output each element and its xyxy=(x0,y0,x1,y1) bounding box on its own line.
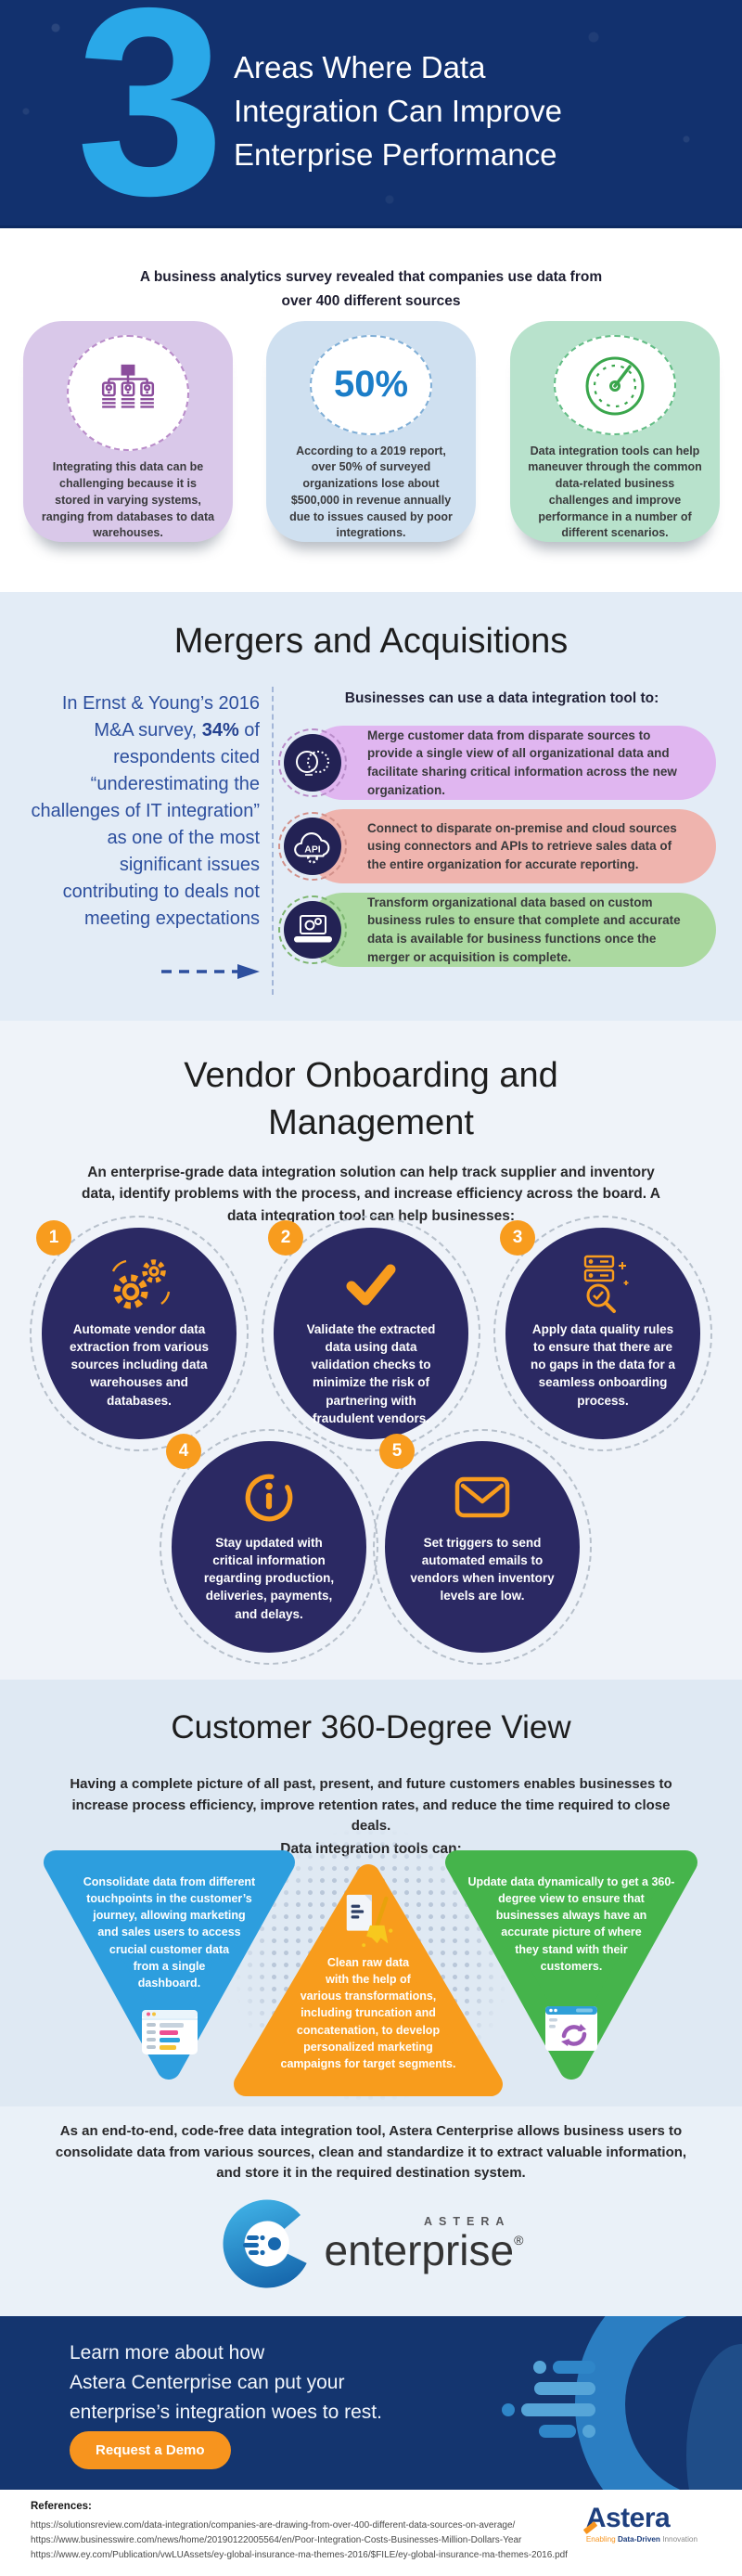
step-number-badge: 4 xyxy=(166,1434,201,1469)
triangle-clean: Clean raw data with the help of various … xyxy=(232,1861,505,2098)
mergers-item-text: Transform organizational data based on c… xyxy=(367,895,681,964)
info-icon xyxy=(245,1474,293,1522)
hierarchy-icon xyxy=(101,364,155,408)
survey-section: A business analytics survey revealed tha… xyxy=(0,228,742,592)
stat-card-revenue: 50% According to a 2019 report, over 50%… xyxy=(266,321,476,542)
stat-card-text: Integrating this data can be challenging… xyxy=(41,460,215,540)
email-icon xyxy=(454,1476,510,1518)
step-number-badge: 1 xyxy=(36,1220,71,1256)
step-number-badge: 2 xyxy=(268,1220,303,1256)
clean-data-icon xyxy=(339,1891,397,1955)
astera-tagline: Enabling Data-Driven Innovation xyxy=(585,2535,697,2544)
mergers-item-text: Merge customer data from disparate sourc… xyxy=(367,728,677,797)
vendor-step-4: 4 Stay updated with critical information… xyxy=(160,1429,378,1665)
centerprise-brand-top: ASTERA xyxy=(424,2214,511,2228)
footer-message: Learn more about how Astera Centerprise … xyxy=(70,2342,382,2423)
vendor-step-5: 5 Set triggers to send automated emails … xyxy=(373,1429,592,1665)
mergers-title: Mergers and Acquisitions xyxy=(173,622,569,661)
footer-dots-decoration xyxy=(502,2361,595,2438)
references-list: https://solutionsreview.com/data-integra… xyxy=(31,2518,568,2564)
astera-logo: Astera Enabling Data-Driven Innovation xyxy=(586,2503,697,2544)
data-quality-icon xyxy=(583,1255,629,1313)
references-heading: References: xyxy=(31,2501,92,2512)
customer360-title: Customer 360-Degree View xyxy=(171,1709,571,1745)
vendor-section: Vendor Onboarding and Management An ente… xyxy=(0,1021,742,1680)
laptop-gears-icon xyxy=(294,915,332,943)
big-number-3: 3 xyxy=(76,0,225,251)
survey-intro: A business analytics survey revealed tha… xyxy=(139,269,603,309)
reference-link[interactable]: https://www.ey.com/Publication/vwLUAsset… xyxy=(31,2550,568,2561)
centerprise-outro: As an end-to-end, code-free data integra… xyxy=(55,2123,687,2181)
centerprise-brand-main: enterprise® xyxy=(324,2225,524,2274)
vendor-step-1: 1 Automate vendor data extrac xyxy=(30,1216,249,1451)
triangle-update: Update data dynamically to get a 360-deg… xyxy=(442,1849,700,2081)
centerprise-c-mark-icon xyxy=(223,2199,312,2288)
stat-card-text: According to a 2019 report, over 50% of … xyxy=(289,444,453,540)
customer360-section: Customer 360-Degree View Having a comple… xyxy=(0,1680,742,2106)
page-title-line2: Integration Can Improve xyxy=(234,93,563,128)
mergers-list-heading: Businesses can use a data integration to… xyxy=(344,690,659,706)
dynamic-update-icon xyxy=(544,2005,598,2056)
astera-wordmark: Astera xyxy=(586,2503,697,2534)
gauge-icon xyxy=(585,356,645,416)
page-title: Areas Where Data Integration Can Improve… xyxy=(234,46,562,177)
references-section: References: https://solutionsreview.com/… xyxy=(0,2490,742,2576)
gears-icon xyxy=(111,1259,171,1309)
orange-triangle-shape xyxy=(234,1864,503,2096)
stat-card-text: Data integration tools can help maneuver… xyxy=(528,444,702,540)
svg-text:API: API xyxy=(304,844,320,855)
triangle-text: Update data dynamically to get a 360-deg… xyxy=(467,1875,675,1973)
mergers-item-transform: Transform organizational data based on c… xyxy=(278,893,716,967)
triangle-consolidate: Consolidate data from different touchpoi… xyxy=(42,1849,297,2081)
mergers-item-merge: Merge customer data from disparate sourc… xyxy=(278,726,716,800)
page-title-line1: Areas Where Data xyxy=(234,50,486,84)
centerprise-section: As an end-to-end, code-free data integra… xyxy=(0,2106,742,2316)
blue-triangle-shape xyxy=(44,1850,295,2080)
centerprise-logo: ASTERA enterprise® xyxy=(0,2196,742,2292)
request-demo-button[interactable]: Request a Demo xyxy=(70,2431,231,2469)
dashboard-icon xyxy=(141,2009,198,2060)
merge-circles-icon xyxy=(296,751,329,776)
page-title-line3: Enterprise Performance xyxy=(234,136,557,172)
vendor-title: Vendor Onboarding and Management xyxy=(184,1056,558,1143)
sources-count: 400 xyxy=(315,292,340,309)
footer-cta-section: Learn more about how Astera Centerprise … xyxy=(0,2316,742,2490)
dashed-arrow-icon xyxy=(160,963,262,985)
step-number-badge: 5 xyxy=(379,1434,415,1469)
mergers-item-text: Connect to disparate on-premise and clou… xyxy=(367,820,677,871)
green-triangle-shape xyxy=(445,1850,697,2080)
header-section: 3 Areas Where Data Integration Can Impro… xyxy=(0,0,742,236)
reference-link[interactable]: https://solutionsreview.com/data-integra… xyxy=(31,2520,516,2531)
registered-mark: ® xyxy=(514,2232,524,2248)
stat-50-percent: 50% xyxy=(333,364,409,406)
vendor-step-3: 3 xyxy=(493,1216,712,1451)
mergers-section: Mergers and Acquisitions In Ernst & Youn… xyxy=(0,592,742,1021)
reference-link[interactable]: https://www.businesswire.com/news/home/2… xyxy=(31,2535,522,2546)
stat-card-systems: Integrating this data can be challenging… xyxy=(23,321,233,542)
api-cloud-icon: API xyxy=(294,832,330,864)
stat-card-tools: Data integration tools can help maneuver… xyxy=(510,321,720,542)
stat-34-percent: 34% xyxy=(201,720,239,741)
step-number-badge: 3 xyxy=(500,1220,535,1256)
mergers-survey-quote: In Ernst & Young’s 2016 M&A survey, 34% … xyxy=(31,693,260,929)
triangle-text: Clean raw data with the help of various … xyxy=(280,1956,456,2070)
mergers-item-connect: Connect to disparate on-premise and clou… xyxy=(278,809,716,883)
footer-ring-decoration xyxy=(575,2316,742,2490)
survey-intro-line1: A business analytics survey revealed tha… xyxy=(139,269,603,285)
checkmark-icon xyxy=(346,1264,396,1306)
dashed-divider xyxy=(272,687,274,995)
triangle-text: Consolidate data from different touchpoi… xyxy=(83,1875,256,1990)
vendor-step-2: 2 Validate the extracted data using data… xyxy=(262,1216,480,1451)
